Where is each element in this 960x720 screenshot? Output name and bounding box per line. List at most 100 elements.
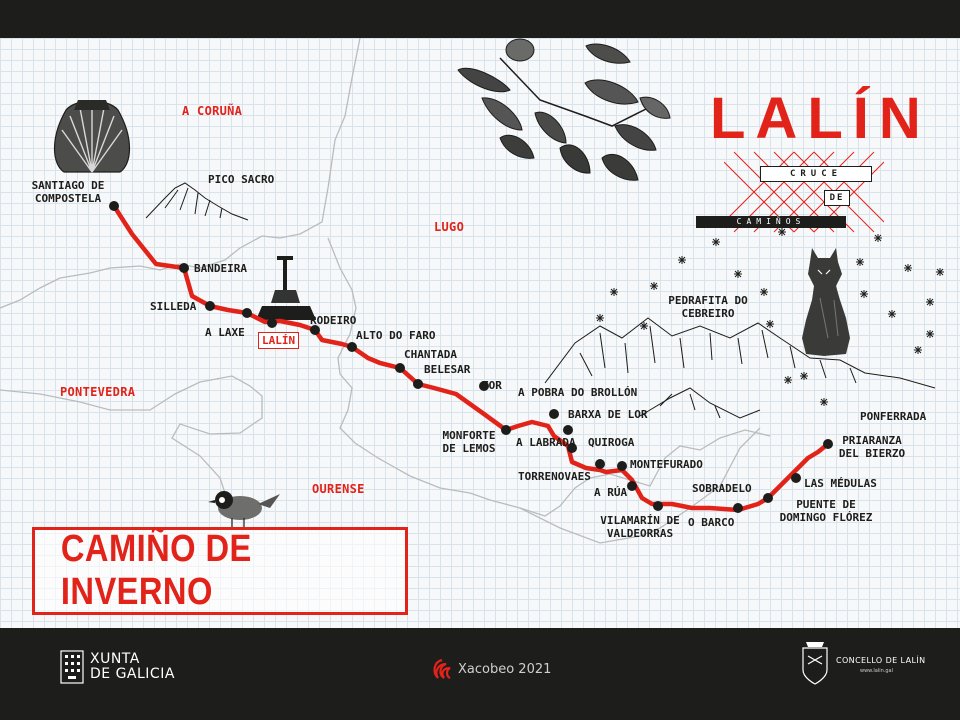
star-icon <box>734 270 742 278</box>
place-label-a-laxe: A LAXE <box>205 326 245 339</box>
stop-marker <box>823 439 833 449</box>
route-title-box: CAMIÑO DE INVERNO <box>32 527 408 615</box>
stop-marker <box>479 381 489 391</box>
stop-marker <box>267 318 277 328</box>
stop-marker <box>791 473 801 483</box>
top-bar <box>0 0 960 38</box>
place-label-priaranza: PRIARANZA DEL BIERZO <box>838 434 906 460</box>
mountain-icon <box>145 182 249 221</box>
stop-marker <box>347 342 357 352</box>
brand-title: LALÍN <box>710 86 931 151</box>
xunta-line2: DE GALICIA <box>90 666 175 682</box>
place-label-pedrafita: PEDRAFITA DO CEBREIRO <box>668 294 748 320</box>
wolf-icon <box>802 248 850 356</box>
route <box>109 201 833 513</box>
place-label-a-labrada: A LABRADA <box>516 436 576 449</box>
stop-marker <box>567 443 577 453</box>
place-label-puente-de-domingo-florez: PUENTE DE DOMINGO FLÓREZ <box>779 498 873 524</box>
star-icon <box>778 228 786 236</box>
concello-url: www.lalin.gal <box>860 668 894 674</box>
stop-marker <box>733 503 743 513</box>
province-label-a-coruna: A CORUÑA <box>182 104 243 118</box>
stop-marker <box>653 501 663 511</box>
xacobeo-swirl-icon <box>433 658 451 679</box>
star-icon <box>596 314 604 322</box>
brand-de: DE <box>824 190 850 206</box>
leaves-icon <box>457 38 671 181</box>
concello-label: CONCELLO DE LALÍN <box>836 656 926 665</box>
xunta-line1: XUNTA <box>90 651 140 667</box>
province-boundaries <box>0 38 771 544</box>
boundary-coruna-lugo <box>0 38 361 309</box>
concello-crest-icon <box>802 642 828 685</box>
place-label-montefurado: MONTEFURADO <box>630 458 703 471</box>
place-label-a-pobra-do-brollon: A POBRA DO BROLLÓN <box>518 386 638 399</box>
stop-marker <box>549 409 559 419</box>
stop-marker <box>413 379 423 389</box>
stop-marker <box>501 425 511 435</box>
star-icon <box>914 346 922 354</box>
star-icon <box>904 264 912 272</box>
stop-marker <box>617 461 627 471</box>
star-icon <box>678 256 686 264</box>
place-label-o-barco: O BARCO <box>688 516 735 529</box>
xacobeo-label: Xacobeo 2021 <box>458 662 552 677</box>
province-label-ourense: OURENSE <box>312 482 365 496</box>
stop-marker <box>205 301 215 311</box>
bird-icon <box>208 491 280 530</box>
place-label-lalin: LALÍN <box>258 332 300 349</box>
place-label-a-rua: A RÚA <box>594 486 628 499</box>
place-label-ponferrada: PONFERRADA <box>860 410 927 423</box>
star-icon <box>640 322 648 330</box>
boundary-pontevedra-lugo <box>327 237 491 501</box>
place-label-las-medulas: LAS MÉDULAS <box>804 477 877 490</box>
star-icon <box>926 298 934 306</box>
star-icon <box>926 330 934 338</box>
star-icon <box>784 376 792 384</box>
place-label-belesar: BELESAR <box>424 363 471 376</box>
province-label-pontevedra: PONTEVEDRA <box>60 385 136 399</box>
stop-marker <box>595 459 605 469</box>
star-icon <box>766 320 774 328</box>
monument-icon <box>256 256 316 320</box>
place-label-pico-sacro: PICO SACRO <box>208 173 275 186</box>
place-label-monforte: MONFORTE DE LEMOS <box>442 429 496 455</box>
brand-cruce: CRUCE <box>760 166 872 182</box>
place-label-silleda: SILLEDA <box>150 300 197 313</box>
place-label-chantada: CHANTADA <box>404 348 457 361</box>
star-icon <box>650 282 658 290</box>
stop-marker <box>763 493 773 503</box>
star-icon <box>888 310 896 318</box>
place-label-vilamarin: VILAMARÍN DE VALDEORRAS <box>600 514 680 540</box>
place-label-rodeiro: RODEIRO <box>310 314 357 327</box>
place-label-alto-do-faro: ALTO DO FARO <box>356 329 436 342</box>
stop-marker <box>179 263 189 273</box>
scallop-shell-icon <box>54 100 130 173</box>
star-icon <box>874 234 882 242</box>
place-label-quiroga: QUIROGA <box>588 436 635 449</box>
star-icon <box>760 288 768 296</box>
star-icon <box>936 268 944 276</box>
place-label-tor: TOR <box>482 379 502 392</box>
boundary-pontevedra-ourense <box>0 375 263 509</box>
star-icon <box>800 372 808 380</box>
route-map: A CORUÑA LUGO PONTEVEDRA OURENSE SANTIAG… <box>0 38 960 628</box>
brand-caminos: CAMIÑOS <box>696 216 846 228</box>
place-label-santiago: SANTIAGO DE COMPOSTELA <box>31 179 105 205</box>
place-label-sobradelo: SOBRADELO <box>692 482 752 495</box>
footer: XUNTA DE GALICIA Xacobeo 2021 CONCELLO D… <box>0 628 960 720</box>
xunta-crest-icon <box>60 650 84 684</box>
place-label-torrenovaes: TORRENOVAES <box>518 470 591 483</box>
boundary-east <box>519 427 761 544</box>
map-graphics <box>0 38 944 544</box>
province-label-lugo: LUGO <box>434 220 465 234</box>
stop-marker <box>563 425 573 435</box>
stop-marker <box>627 481 637 491</box>
star-icon <box>820 398 828 406</box>
star-icon <box>856 258 864 266</box>
stop-marker <box>395 363 405 373</box>
place-label-bandeira: BANDEIRA <box>194 262 247 275</box>
stop-marker <box>310 325 320 335</box>
place-label-barxa-de-lor: BARXA DE LOR <box>568 408 648 421</box>
star-icon <box>860 290 868 298</box>
